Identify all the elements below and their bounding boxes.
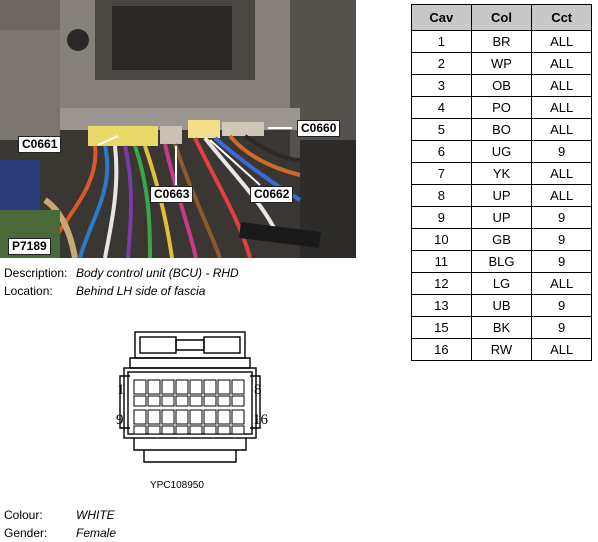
cell-col: LG [470,272,533,295]
cell-col: BLG [470,250,533,273]
cell-col: BK [470,316,533,339]
pin-label-8: 8 [254,382,262,398]
photo-illustration [0,0,356,258]
cell-col: UG [470,140,533,163]
cell-cav: 11 [411,250,472,273]
description-row: Description: Body control unit (BCU) - RH… [4,266,239,280]
callout-c0660: C0660 [297,120,341,137]
cell-col: UP [470,184,533,207]
pin-label-1: 1 [117,382,125,398]
cell-cct: 9 [531,140,592,163]
cell-cct: 9 [531,316,592,339]
cell-cav: 5 [411,118,472,141]
cell-cct: ALL [531,74,592,97]
cell-cav: 6 [411,140,472,163]
cell-cav: 9 [411,206,472,229]
location-row: Location: Behind LH side of fascia [4,284,205,298]
cell-col: UB [470,294,533,317]
cell-col: GB [470,228,533,251]
colour-value: WHITE [76,508,115,522]
part-number: YPC108950 [150,480,204,491]
colour-row: Colour: WHITE [4,508,115,522]
cell-cav: 7 [411,162,472,185]
cavity-grid [133,379,245,435]
cell-cav: 1 [411,30,472,53]
cell-col: PO [470,96,533,119]
cell-cct: ALL [531,30,592,53]
table-header-row: Cav Col Cct [411,4,592,31]
cell-cct: ALL [531,118,592,141]
connector-diagram [119,331,261,463]
cell-col: UP [470,206,533,229]
cell-cct: ALL [531,96,592,119]
cell-cav: 10 [411,228,472,251]
gender-row: Gender: Female [4,526,116,540]
callout-c0663: C0663 [150,186,194,203]
callout-c0662: C0662 [250,186,294,203]
cell-cct: ALL [531,52,592,75]
cell-cct: 9 [531,294,592,317]
cell-col: BO [470,118,533,141]
cell-cav: 13 [411,294,472,317]
location-value: Behind LH side of fascia [76,284,206,298]
cell-col: YK [470,162,533,185]
pin-label-16: 16 [253,412,268,428]
pin-label-9: 9 [116,412,124,428]
cell-cct: ALL [531,162,592,185]
cell-cav: 16 [411,338,472,361]
cell-col: BR [470,30,533,53]
description-value: Body control unit (BCU) - RHD [76,266,239,280]
cell-cav: 8 [411,184,472,207]
header-col: Col [470,4,533,31]
callout-c0661: C0661 [18,136,62,153]
gender-value: Female [76,526,117,540]
cell-col: WP [470,52,533,75]
cell-col: RW [470,338,533,361]
gender-label: Gender: [4,526,48,540]
cell-cav: 2 [411,52,472,75]
cell-cav: 4 [411,96,472,119]
cell-cct: 9 [531,228,592,251]
location-label: Location: [4,284,53,298]
cell-col: OB [470,74,533,97]
header-cav: Cav [411,4,472,31]
installation-photo: C0661 C0660 C0663 C0662 P7189 [0,0,356,258]
cell-cct: ALL [531,184,592,207]
header-cct: Cct [531,4,592,31]
cell-cct: 9 [531,250,592,273]
callout-p7189: P7189 [8,238,51,255]
cell-cct: 9 [531,206,592,229]
description-label: Description: [4,266,68,280]
cell-cav: 15 [411,316,472,339]
cell-cct: ALL [531,338,592,361]
colour-label: Colour: [4,508,43,522]
cell-cav: 3 [411,74,472,97]
cell-cct: ALL [531,272,592,295]
cell-cav: 12 [411,272,472,295]
